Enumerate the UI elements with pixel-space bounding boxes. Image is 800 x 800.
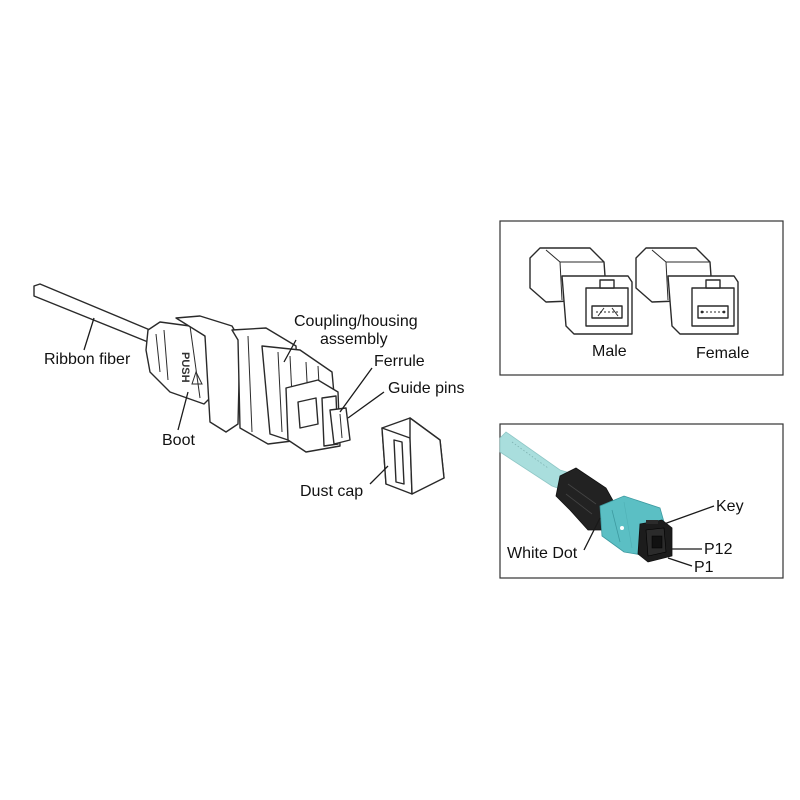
p12-label: P12	[704, 541, 733, 558]
dust-cap-leader	[369, 465, 389, 485]
key-leader	[663, 505, 715, 525]
ribbon-fiber-label: Ribbon fiber	[44, 351, 131, 368]
coupling-label-line2: assembly	[320, 331, 388, 348]
white-dot-label: White Dot	[507, 545, 578, 562]
guide-pins-leader	[347, 391, 385, 419]
ferrule	[329, 407, 351, 445]
coupling-housing	[231, 327, 341, 453]
boot-leader	[177, 391, 189, 431]
male-connector-drawing	[529, 247, 633, 335]
female-label: Female	[696, 345, 749, 362]
gender-panel: Male Female	[499, 220, 784, 376]
photo-panel: Key White Dot P12 P1	[499, 423, 784, 579]
key-label: Key	[716, 498, 744, 515]
ribbon-fiber-leader	[83, 317, 95, 351]
p1-leader	[667, 557, 693, 567]
ferrule-leader	[339, 367, 373, 413]
dust-cap	[381, 417, 445, 495]
guide-pins-label: Guide pins	[388, 380, 465, 397]
boot: PUSH	[145, 315, 241, 433]
push-text: PUSH	[179, 352, 191, 383]
ferrule-label: Ferrule	[374, 353, 425, 370]
white-dot-leader	[583, 517, 601, 551]
boot-label: Boot	[162, 432, 195, 449]
main-connector-drawing: PUSH	[33, 283, 465, 500]
coupling-label-line1: Coupling/housing	[294, 313, 418, 330]
dust-cap-label: Dust cap	[300, 483, 363, 500]
coupling-leader	[283, 339, 297, 363]
p1-label: P1	[694, 559, 714, 576]
ribbon-fiber	[33, 283, 151, 343]
female-connector-drawing	[635, 247, 739, 335]
white-dot-marker	[620, 526, 624, 530]
male-label: Male	[592, 343, 627, 360]
